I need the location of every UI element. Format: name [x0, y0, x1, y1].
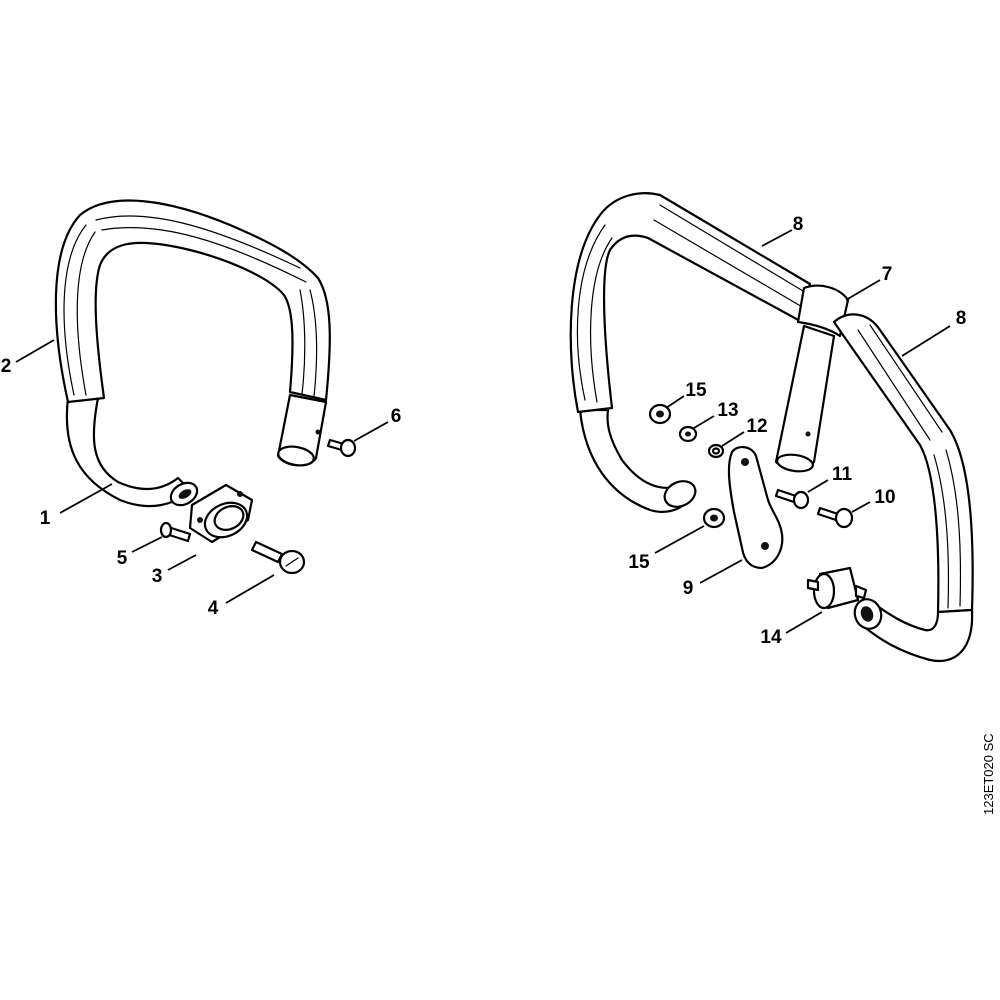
screw-4: [250, 540, 306, 575]
callout-1: 1: [40, 508, 51, 529]
callout-13: 13: [717, 400, 738, 421]
washer-12: [707, 443, 725, 459]
right-handlebar-assembly: [569, 192, 974, 662]
callout-15-lower: 15: [628, 552, 650, 573]
left-handlebar-tube: [65, 396, 192, 508]
nut-15-lower: [702, 507, 726, 529]
leader-lines: [15, 229, 951, 634]
callout-3: 3: [152, 566, 163, 587]
screw-11: [774, 488, 810, 510]
callout-14: 14: [760, 627, 782, 648]
callout-4: 4: [208, 598, 219, 619]
callout-15-upper: 15: [685, 380, 707, 401]
screw-10: [816, 506, 854, 529]
callout-10: 10: [874, 487, 895, 508]
document-code: 123ET020 SC: [981, 733, 996, 815]
nut-13: [678, 425, 698, 443]
front-grip-right: [832, 313, 974, 614]
callout-6: 6: [391, 406, 402, 427]
callout-labels: 1 2 3 4 5 6 7 8 8 9 10 11 12 13 15 15 14: [1, 214, 967, 648]
callout-2: 2: [1, 356, 12, 377]
left-handlebar-assembly: [54, 199, 357, 575]
bracket-9: [727, 446, 784, 570]
nut-15-upper: [648, 403, 672, 425]
callout-11: 11: [832, 464, 853, 485]
callout-9: 9: [683, 578, 694, 599]
screw-5: [159, 521, 192, 543]
av-mount-14: [806, 566, 868, 610]
screw-6: [326, 438, 357, 458]
callout-7: 7: [882, 264, 893, 285]
left-handlebar-grip: [54, 199, 331, 404]
callout-8-right: 8: [956, 308, 967, 329]
callout-5: 5: [117, 548, 128, 569]
callout-12: 12: [746, 416, 767, 437]
callout-8-upper: 8: [793, 214, 804, 235]
